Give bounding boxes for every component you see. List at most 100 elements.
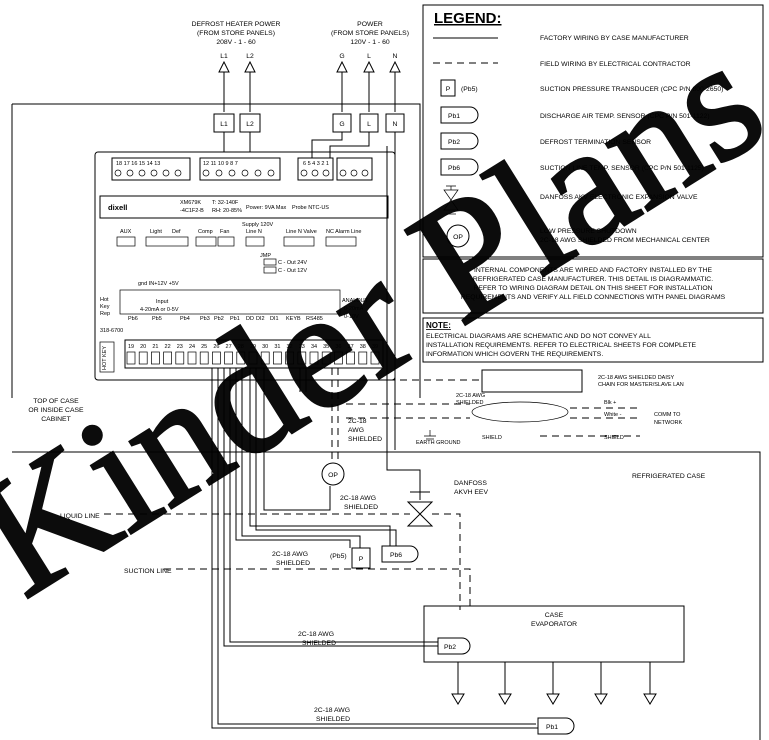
danfoss-label-2: AKVH EEV: [454, 489, 488, 496]
terminal-boxes: L1 L2 G L N: [213, 113, 405, 133]
top-screws: [114, 169, 369, 177]
hot-key-port: [99, 341, 115, 373]
daisy-label-2: CHAIN FOR MASTER/SLAVE LAN: [598, 382, 684, 388]
bottom-terminal-number: 38: [360, 344, 366, 350]
bottom-terminal-screw: [126, 351, 136, 365]
shield-label-right: SHIELD: [604, 435, 624, 441]
input-terminal-row: [119, 289, 341, 315]
defrost-label-line3: 208V - 1 - 60: [216, 39, 256, 46]
comm-label-2: NETWORK: [654, 420, 682, 426]
bottom-terminal-screw: [138, 351, 148, 365]
power-label-line1: POWER: [357, 21, 383, 28]
suction-line-label: SUCTION LINE: [124, 568, 172, 575]
controller-label-panel: [99, 195, 389, 219]
l-supply-letter: L: [367, 53, 371, 60]
bottom-terminal-number: 26: [213, 344, 219, 350]
legend-pb1-symbol: [440, 106, 479, 124]
svg-text:DI2: DI2: [256, 316, 265, 322]
comm-label-1: COMM TO: [654, 412, 681, 418]
pb1-letter: Pb1: [546, 724, 558, 731]
legend-p-symbol: [440, 79, 456, 97]
gnd-label: gnd IN+12V +5V: [138, 281, 179, 287]
analog-out: ANALOUT: [342, 298, 369, 304]
awg-pb1-1: 2C-18 AWG: [314, 707, 350, 714]
brand-logo: dixell: [108, 203, 127, 212]
top-of-case-line2: OR INSIDE CASE: [28, 407, 84, 414]
pb2-letter: Pb2: [444, 644, 456, 651]
rs485-label: RS485: [306, 316, 323, 322]
top-of-case-line3: CABINET: [41, 416, 70, 423]
legend-item-suction-pressure: SUCTION PRESSURE TRANSDUCER (CPC P/N 800…: [540, 86, 723, 93]
supply-arrows: [218, 60, 401, 112]
legend-pb2-symbol: [440, 132, 479, 150]
power-spec: Power: 9VA Max: [246, 205, 286, 211]
temp-2: RH: 20-85%: [212, 208, 242, 214]
legend-op-letter: OP: [453, 234, 463, 241]
power-label-line3: 120V - 1 - 60: [350, 39, 390, 46]
awg-p-2: SHIELDED: [276, 560, 310, 567]
svg-text:Pb6: Pb6: [128, 316, 138, 322]
suction-line: [164, 568, 471, 610]
terminal-l-label: L: [367, 121, 371, 128]
key-label: Key: [100, 304, 110, 310]
supply-label-1: Supply 120V: [242, 222, 274, 228]
note-line2: INSTALLATION REQUIREMENTS. REFER TO ELEC…: [426, 342, 696, 349]
jmp-b: [263, 266, 277, 274]
op-letter: OP: [328, 472, 338, 479]
note-title: NOTE:: [426, 321, 451, 330]
bottom-terminal-number: 36: [335, 344, 341, 350]
terminal-l2-label: L2: [246, 121, 254, 128]
input-range: 4-20mA or 0-5V: [140, 307, 179, 313]
legend-p-letter: P: [446, 86, 451, 93]
l2-supply-letter: L2: [246, 53, 254, 60]
blk-label: Blk +: [604, 400, 616, 406]
bottom-terminal-screw: [260, 351, 270, 365]
top-of-case-line1: TOP OF CASE: [33, 398, 79, 405]
part-number: 318-6700: [100, 328, 123, 334]
pb5-label: (Pb5): [330, 553, 347, 560]
note-box: [422, 317, 764, 363]
bottom-terminal-number: 35: [323, 344, 329, 350]
bottom-terminal-screw: [248, 351, 258, 365]
jmp-label: JMP: [260, 253, 271, 259]
liquid-line: [104, 513, 461, 610]
op-awg-2: AWG: [348, 427, 364, 434]
jmp-a: [263, 258, 277, 266]
factory-wiring-top: [223, 132, 421, 492]
nc-alarm-label: NC Alarm Line: [326, 229, 361, 235]
power-label: POWER (FROM STORE PANELS) 120V - 1 - 60: [331, 21, 409, 46]
bottom-terminal-screw: [199, 351, 209, 365]
legend-title: LEGEND:: [434, 10, 502, 27]
bottom-terminal-number: 21: [152, 344, 158, 350]
bottom-terminal-screw: [273, 351, 282, 365]
white-label: White -: [604, 412, 622, 418]
earth-ground-label: EARTH GROUND: [416, 440, 461, 446]
analog-ma: 0-20mA: [344, 306, 364, 312]
bottom-terminal-number: 34: [311, 344, 317, 350]
awg-pb-2: SHIELDED: [344, 504, 378, 511]
legend-item-low-pressure: LOW PRESSURE SHUTDOWN: [540, 228, 637, 235]
bottom-terminal-screw: [236, 351, 246, 365]
bottom-terminal-strip: [124, 339, 384, 369]
evap-label-2: EVAPORATOR: [531, 621, 577, 628]
evaporator-arrows: [451, 662, 657, 705]
daisy-chain-box: [481, 369, 583, 393]
bottom-terminal-screw: [285, 351, 294, 365]
power-label-line2: (FROM STORE PANELS): [331, 30, 409, 37]
analog-v: 0-10V: [344, 314, 359, 320]
p-sensor-letter: P: [359, 556, 364, 563]
bottom-terminal-number: 20: [140, 344, 146, 350]
legend-op-symbol: [446, 224, 470, 248]
bottom-terminal-number: 31: [274, 344, 280, 350]
model-2: -4C1F2-B: [180, 208, 204, 214]
out-24v-label: C - Out 24V: [278, 260, 307, 266]
bottom-terminal-screw: [187, 351, 197, 365]
p-sensor: [351, 547, 371, 569]
legend-item-field: FIELD WIRING BY ELECTRICAL CONTRACTOR: [540, 61, 691, 68]
legend-item-factory: FACTORY WIRING BY CASE MANUFACTURER: [540, 35, 689, 42]
bottom-terminal-number: 23: [177, 344, 183, 350]
svg-text:Pb3: Pb3: [200, 316, 210, 322]
